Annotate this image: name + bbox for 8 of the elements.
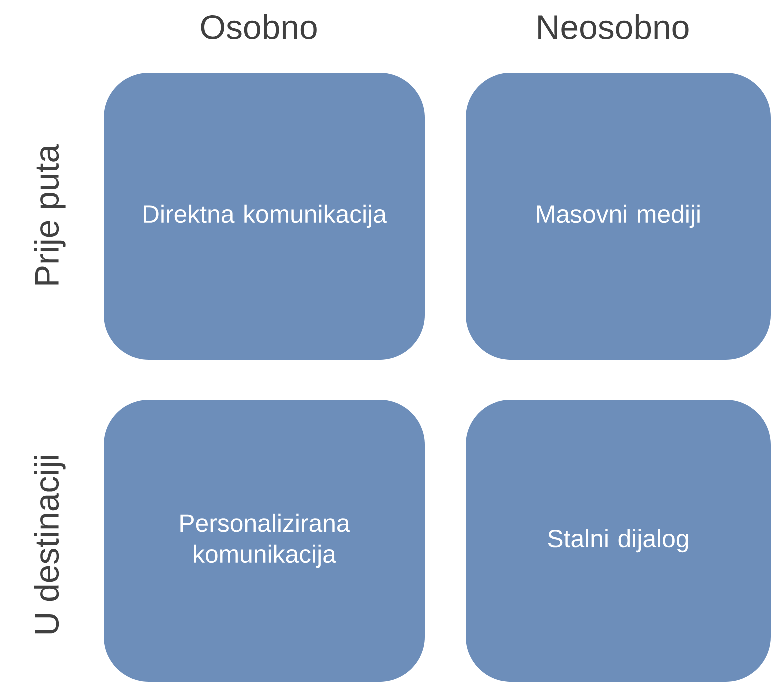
rounded-box: Stalni dijalog — [466, 400, 771, 682]
row-header: Prije puta — [34, 144, 66, 285]
row-header: U destinaciji — [34, 456, 66, 634]
column-header: Neosobno — [538, 14, 689, 40]
column-header: Osobno — [201, 14, 317, 40]
rounded-box: Personalizirana komunikacija — [104, 400, 425, 682]
rounded-box: Masovni mediji — [466, 73, 771, 360]
rounded-box: Direktna komunikacija — [104, 73, 425, 360]
